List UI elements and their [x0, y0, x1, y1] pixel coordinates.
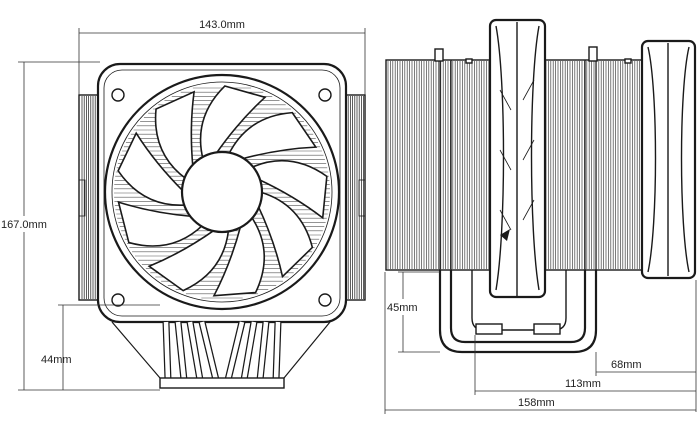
front-width-label: 143.0mm — [199, 19, 245, 31]
left-fin-block — [385, 59, 493, 271]
side-113-label: 113mm — [565, 378, 601, 390]
fan-side-detail — [499, 79, 535, 231]
side-heatpipes — [438, 270, 598, 354]
side-68-label: 68mm — [611, 359, 642, 371]
fan-blades — [117, 85, 328, 297]
fan-curve — [647, 46, 657, 273]
fan-screw-hole — [111, 293, 125, 307]
side-dimensions: 45mm 68mm 113mm 158mm — [384, 271, 697, 414]
heatpipe-fill — [175, 321, 187, 381]
heatpipe-outer — [438, 270, 598, 354]
heatpipe-fill — [199, 321, 219, 381]
fan-blade — [117, 200, 205, 247]
base-block — [475, 323, 503, 335]
front-height-label: 167.0mm — [1, 219, 47, 231]
heatpipe-fill — [187, 321, 203, 381]
heatpipe-fill — [225, 321, 245, 381]
sail-logo — [500, 229, 510, 241]
front-dimensions: 143.0mm 167.0mm 44mm — [0, 19, 366, 391]
heatpipe-inner — [449, 270, 587, 344]
front-view — [78, 62, 366, 389]
base-taper — [111, 321, 331, 379]
side-fin-stack-left — [387, 60, 597, 270]
pipe-tip — [588, 46, 598, 62]
base-block — [533, 323, 561, 335]
middle-fan-side — [488, 18, 547, 299]
heatpipe-mid — [471, 270, 567, 331]
heatpipe-fill — [241, 321, 257, 381]
right-clip — [358, 179, 366, 217]
side-158-label: 158mm — [518, 397, 555, 409]
fan-blade — [199, 85, 267, 161]
fan-blade — [227, 111, 318, 160]
heatpipe-fill — [273, 321, 281, 381]
left-clip — [78, 179, 86, 217]
fan-curve — [530, 25, 540, 291]
front-base-plate — [159, 377, 285, 389]
heatpipe-fill — [257, 321, 269, 381]
pipe-tip — [624, 58, 632, 64]
side-base-height-label: 45mm — [387, 302, 418, 314]
fan-blade — [212, 215, 265, 297]
fan-screw-hole — [111, 88, 125, 102]
front-heatpipes — [111, 321, 331, 381]
fan-blade — [154, 90, 196, 181]
pipe-tip — [434, 48, 444, 62]
fan-blade — [147, 228, 230, 292]
fan-blade — [256, 190, 314, 279]
heatpipe-tips — [434, 46, 632, 64]
front-fin-stack — [81, 96, 364, 299]
label-mask — [386, 299, 424, 315]
front-base-height-label: 44mm — [41, 354, 72, 366]
fan-screw-hole — [318, 88, 332, 102]
right-fan-side — [640, 39, 697, 280]
fan-shroud-inner — [111, 81, 333, 303]
fan-screw-hole — [318, 293, 332, 307]
label-mask — [0, 216, 50, 232]
fan-hub — [180, 150, 264, 234]
heatpipe-fill — [163, 321, 171, 381]
fan-curve — [680, 46, 690, 273]
pipe-tip — [465, 58, 473, 64]
fan-blade — [249, 159, 328, 220]
fan-blade — [117, 131, 188, 206]
side-fin-stack-right — [545, 61, 643, 269]
side-view — [385, 18, 697, 354]
